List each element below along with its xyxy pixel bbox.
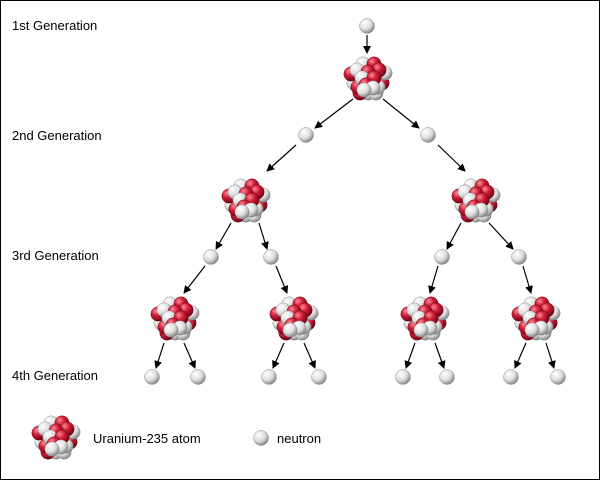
arrow-icon [215, 222, 232, 250]
arrow-icon [514, 342, 527, 369]
generation-label-2: 2nd Generation [12, 128, 102, 143]
legend-uranium-235-atom-icon [31, 415, 81, 460]
neutron-gen4-7 [503, 369, 519, 385]
arrow-icon [275, 265, 289, 294]
neutron-gen3-1 [203, 249, 219, 265]
neutron-gen4-3 [261, 369, 277, 385]
neutron-gen4-1 [144, 369, 160, 385]
arrow-icon [428, 265, 439, 294]
neutron-gen2-1 [298, 127, 314, 143]
arrow-icon [545, 342, 556, 369]
neutron-gen3-3 [434, 249, 450, 265]
arrow-icon [437, 144, 466, 172]
arrow-icon [488, 222, 514, 250]
arrow-icon [522, 265, 533, 294]
uranium-235-atom-gen2-2 [451, 178, 501, 223]
neutron-gen4-4 [311, 369, 327, 385]
arrow-icon [183, 265, 206, 294]
neutron-gen3-4 [511, 249, 527, 265]
arrow-icon [314, 98, 354, 129]
arrow-icon [446, 222, 462, 250]
arrow-icon [183, 342, 196, 369]
generation-label-3: 3rd Generation [12, 248, 99, 263]
legend-neutron-label: neutron [277, 431, 322, 446]
neutron-gen4-6 [439, 369, 455, 385]
arrow-icon [266, 144, 297, 172]
arrow-icon [154, 342, 165, 369]
generation-label-4: 4th Generation [12, 368, 99, 383]
arrow-icon [272, 342, 285, 369]
uranium-235-atom-gen3-2 [269, 296, 319, 341]
neutron-gen4-8 [550, 369, 566, 385]
uranium-235-atom-gen3-1 [150, 296, 200, 341]
legend-atom-label: Uranium-235 atom [93, 431, 201, 446]
particles-layer [31, 18, 566, 460]
uranium-235-atom-gen3-3 [400, 296, 450, 341]
neutron-gen3-2 [263, 249, 279, 265]
arrow-icon [404, 342, 416, 369]
arrow-icon [434, 342, 446, 369]
arrow-icon [303, 342, 316, 369]
generation-label-1: 1st Generation [12, 18, 98, 33]
uranium-235-atom-gen2-1 [221, 178, 271, 223]
uranium-235-atom-gen1 [343, 56, 393, 101]
neutron-gen4-2 [190, 369, 206, 385]
arrows-layer [154, 35, 556, 369]
uranium-235-atom-gen3-4 [511, 296, 561, 341]
incoming-neutron [359, 18, 375, 34]
arrow-icon [382, 98, 420, 129]
legend-neutron-icon [253, 430, 269, 446]
arrow-icon [258, 222, 269, 250]
neutron-gen2-2 [420, 127, 436, 143]
neutron-gen4-5 [395, 369, 411, 385]
